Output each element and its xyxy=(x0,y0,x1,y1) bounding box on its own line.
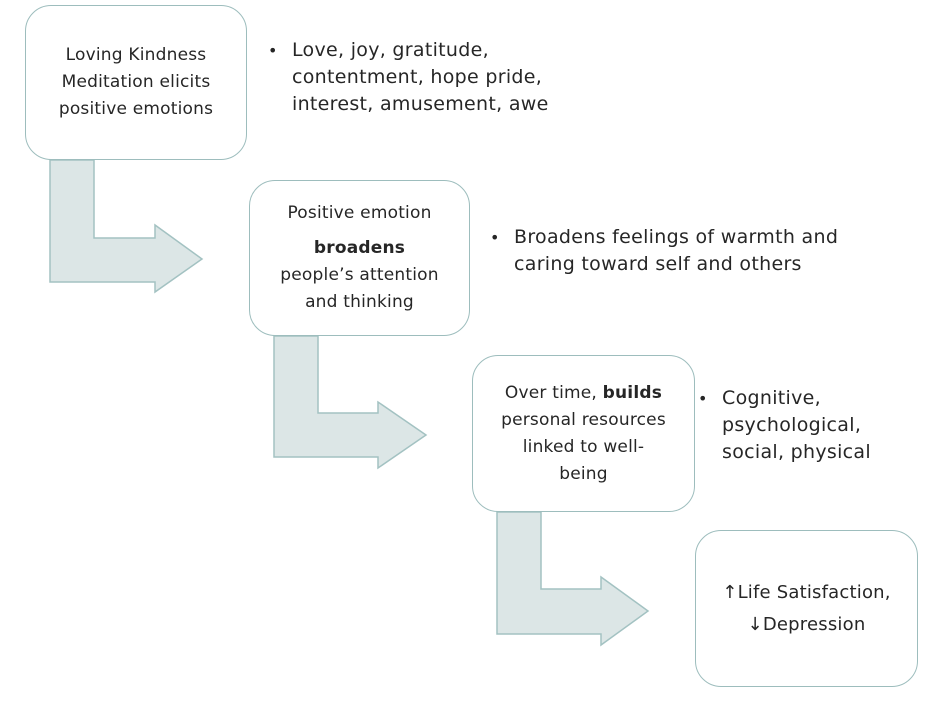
bullet-line: interest, amusement, awe xyxy=(292,93,549,115)
step-2-line-4: and thinking xyxy=(305,292,414,312)
bent-arrow-1 xyxy=(49,159,204,294)
bullet-list-warmth: • Broadens feelings of warmth and caring… xyxy=(490,224,838,278)
step-1-line-3: positive emotions xyxy=(58,99,214,119)
bullet-line: caring toward self and others xyxy=(514,253,802,275)
bullet-dot: • xyxy=(490,228,500,247)
bullet-line: psychological, xyxy=(722,414,862,436)
step-3-line-3: linked to well- xyxy=(522,436,645,457)
bent-arrow-3 xyxy=(496,511,650,647)
bullet-list-resources: • Cognitive, psychological, social, phys… xyxy=(698,385,871,466)
bullet-line: contentment, hope pride, xyxy=(292,66,543,88)
step-3-bold-word: builds xyxy=(602,382,663,403)
step-2-line-3: people’s attention xyxy=(280,265,439,285)
step-1-line-2: Meditation elicits xyxy=(61,72,211,92)
step-3-line-1: Over time, builds xyxy=(505,380,662,407)
step-box-outcome: ↑Life Satisfaction, ↓Depression xyxy=(695,530,918,687)
bullet-dot: • xyxy=(268,41,278,60)
outcome-life-satisfaction: ↑Life Satisfaction, xyxy=(722,581,891,603)
step-box-loving-kindness: Loving Kindness Meditation elicits posit… xyxy=(25,5,247,160)
step-3-prefix: Over time, xyxy=(504,382,603,403)
bullet-line: Cognitive, xyxy=(722,387,821,409)
bullet-line: Broadens feelings of warmth and xyxy=(514,226,839,248)
bullet-line: Love, joy, gratitude, xyxy=(292,39,489,61)
step-box-builds: Over time, builds personal resources lin… xyxy=(472,355,695,512)
bent-arrow-2 xyxy=(273,335,428,470)
step-2-bold-word: broadens xyxy=(313,238,406,258)
step-2-bold: broadens xyxy=(314,235,405,262)
outcome-depression: ↓Depression xyxy=(747,613,866,635)
bullet-line: social, physical xyxy=(722,441,871,463)
bullet-dot: • xyxy=(698,389,708,408)
step-1-line-1: Loving Kindness xyxy=(65,45,207,65)
step-box-broadens: Positive emotion broadens people’s atten… xyxy=(249,180,470,336)
step-2-line-1: Positive emotion xyxy=(287,203,432,223)
bullet-list-emotions: • Love, joy, gratitude, contentment, hop… xyxy=(268,37,549,118)
step-3-line-4: being xyxy=(559,463,608,484)
step-3-line-2: personal resources xyxy=(501,409,666,430)
